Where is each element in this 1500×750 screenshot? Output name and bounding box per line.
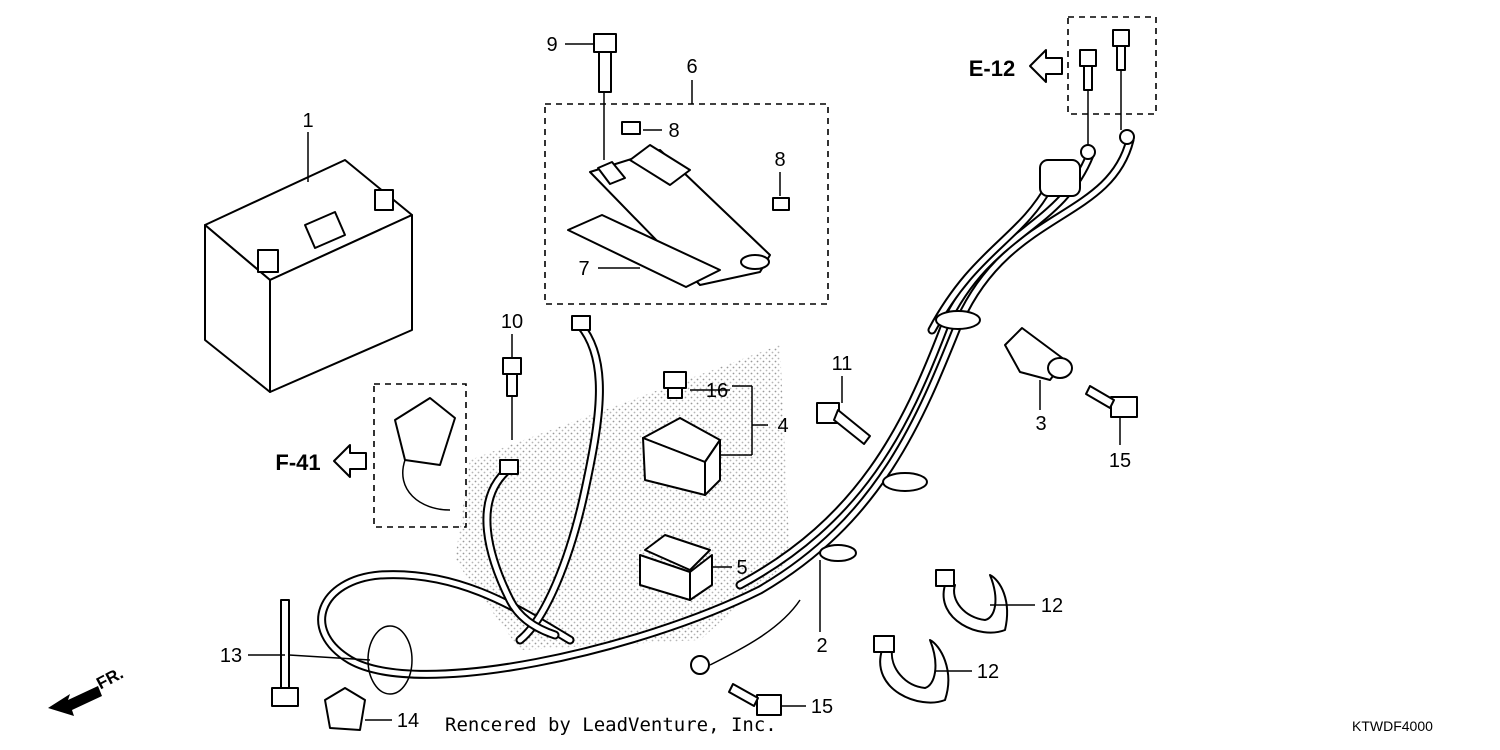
diagram-code: KTWDF4000	[1352, 718, 1433, 734]
callout-15b[interactable]: 15	[811, 696, 833, 718]
bolt-part-11[interactable]	[816, 402, 871, 445]
callout-16[interactable]: 16	[706, 380, 728, 402]
bolt-pair-e12[interactable]	[1079, 29, 1130, 91]
callout-14[interactable]: 14	[397, 710, 419, 732]
callout-2[interactable]: 2	[816, 635, 827, 657]
relay-part-4[interactable]	[642, 417, 721, 496]
f41-connector-box	[373, 383, 467, 528]
band-part-12b[interactable]	[873, 635, 950, 704]
e12-bolt-box	[1067, 16, 1157, 115]
connector-f41[interactable]	[394, 397, 456, 511]
callout-10[interactable]: 10	[501, 311, 523, 333]
callout-9[interactable]: 9	[546, 34, 557, 56]
bolt-part-15a[interactable]	[1085, 385, 1138, 418]
callout-1[interactable]: 1	[302, 110, 313, 132]
fuse-part-16[interactable]	[663, 371, 687, 399]
callout-5[interactable]: 5	[736, 557, 747, 579]
battery-cables[interactable]	[482, 315, 604, 645]
credit-watermark: Rencered by LeadVenture, Inc.	[445, 714, 777, 736]
clip-part-14[interactable]	[324, 687, 366, 731]
bolt-part-10[interactable]	[502, 357, 522, 397]
tie-loop-outline	[367, 625, 413, 695]
bolt-part-15b[interactable]	[728, 683, 782, 716]
terminal-cover-part-3[interactable]	[1004, 327, 1073, 381]
leader-lines	[248, 43, 1122, 721]
callout-3[interactable]: 3	[1035, 413, 1046, 435]
callout-12a[interactable]: 12	[1041, 595, 1063, 617]
arrow-left-outline-icon	[333, 444, 367, 478]
arrow-left-outline-icon	[1029, 49, 1063, 83]
band-part-12a[interactable]	[935, 569, 1009, 634]
reference-e12[interactable]: E-12	[969, 56, 1015, 81]
bolt-part-9[interactable]	[593, 33, 617, 93]
cable-tie-part-13[interactable]	[271, 599, 299, 707]
callout-8b[interactable]: 8	[774, 149, 785, 171]
front-direction-arrow-icon	[48, 686, 102, 716]
callout-8a[interactable]: 8	[668, 120, 679, 142]
callout-6[interactable]: 6	[686, 56, 697, 78]
callout-11[interactable]: 11	[832, 353, 853, 375]
callout-12b[interactable]: 12	[977, 661, 999, 683]
fuse-clip-part-8a[interactable]	[621, 121, 641, 135]
battery-part-1[interactable]	[204, 159, 413, 393]
callout-15a[interactable]: 15	[1109, 450, 1131, 472]
tape-part-7[interactable]	[567, 214, 721, 288]
fuse-clip-part-8b[interactable]	[772, 197, 790, 211]
callout-4[interactable]: 4	[777, 415, 788, 437]
wire-harness-part-2[interactable]	[317, 129, 1135, 679]
callout-13[interactable]: 13	[220, 645, 242, 667]
reference-f41[interactable]: F-41	[275, 450, 320, 475]
relay-cover-part-5[interactable]	[639, 534, 713, 601]
callout-7[interactable]: 7	[578, 258, 589, 280]
